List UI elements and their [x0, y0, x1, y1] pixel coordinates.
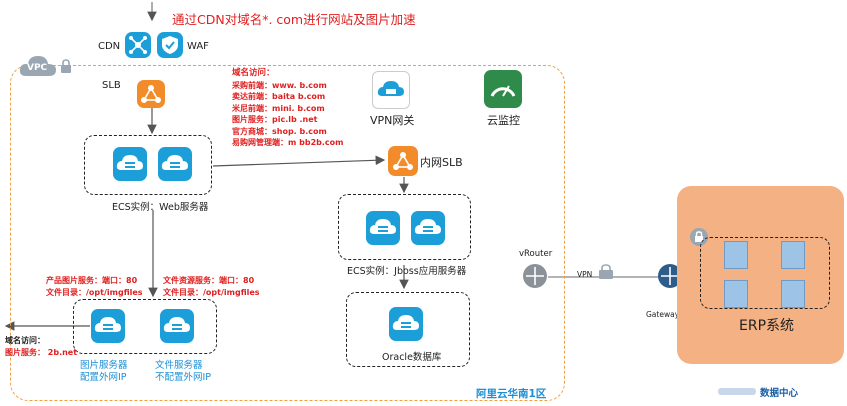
- vpn-lock-icon: [597, 264, 615, 280]
- cdn-label: CDN: [98, 41, 121, 52]
- file-service-dir: 文件目录：/opt/imgfiles: [163, 287, 260, 297]
- ecs-web-label: ECS实例：Web服务器: [112, 202, 209, 213]
- image-service-dir: 文件目录：/opt/imgfiles: [46, 287, 143, 297]
- domain-line: 米尼前端：mini. b.com: [232, 103, 325, 113]
- slb-label: SLB: [102, 80, 121, 91]
- database-server-icon: [389, 307, 423, 341]
- gateway-label: Gateway: [646, 310, 680, 319]
- vpn-gateway-label: VPN网关: [370, 114, 415, 127]
- file-server-caption: 文件服务器 不配置外网IP: [155, 360, 211, 384]
- domain-line: 官方商城：shop. b.com: [232, 126, 327, 136]
- oracle-label: Oracle数据库: [382, 352, 442, 363]
- image-domain-title: 域名访问：: [5, 336, 45, 345]
- cdn-icon: [125, 32, 151, 58]
- datacenter-redacted-mark: [718, 388, 756, 395]
- domain-access-title: 域名访问：: [232, 68, 275, 78]
- slb-icon: [137, 80, 165, 108]
- erp-server-icon: [781, 280, 805, 308]
- intranet-slb-icon: [388, 146, 418, 176]
- vpc-label: VPC: [27, 63, 48, 73]
- image-service-port: 产品图片服务：端口：80: [46, 276, 138, 285]
- file-service-note: 文件资源服务：端口：80 文件目录：/opt/imgfiles: [163, 275, 260, 298]
- domain-access-list: 域名访问： 采购前端：www. b.com 卖达前端：baita b.com 米…: [232, 68, 343, 149]
- domain-line: 采购前端：www. b.com: [232, 80, 327, 90]
- file-server-caption-line: 不配置外网IP: [155, 372, 212, 383]
- erp-server-group: [700, 237, 830, 309]
- image-service-note: 产品图片服务：端口：80 文件目录：/opt/imgfiles: [46, 275, 143, 298]
- web-server-icon: [113, 147, 147, 181]
- cdn-acceleration-note: 通过CDN对域名*. com进行网站及图片加速: [172, 12, 416, 27]
- file-server-caption-line: 文件服务器: [155, 360, 203, 371]
- vpn-gateway-icon: [372, 71, 410, 109]
- erp-label: ERP系统: [739, 318, 795, 334]
- app-server-icon: [366, 211, 400, 245]
- image-server-caption-line: 配置外网IP: [80, 372, 127, 383]
- domain-line: 图片服务：pic.lb .net: [232, 115, 318, 124]
- erp-server-icon: [724, 241, 748, 269]
- gateway-icon: [657, 263, 683, 289]
- vpn-link-label: VPN: [577, 270, 593, 279]
- image-server-caption: 图片服务器 配置外网IP: [80, 360, 128, 384]
- erp-datacenter-box: [677, 186, 844, 364]
- image-server-icon: [91, 309, 125, 343]
- cloud-monitor-icon: [484, 70, 522, 108]
- file-service-port: 文件资源服务：端口：80: [163, 276, 255, 285]
- vrouter-label: vRouter: [519, 249, 553, 259]
- datacenter-label: 数据中心: [760, 388, 799, 399]
- erp-server-icon: [724, 280, 748, 308]
- waf-icon: [157, 32, 183, 58]
- web-server-icon: [158, 147, 192, 181]
- app-server-icon: [411, 211, 445, 245]
- oracle-db-group: [346, 292, 470, 367]
- domain-line: 卖达前端：baita b.com: [232, 92, 326, 101]
- erp-server-icon: [781, 241, 805, 269]
- image-domain-line: 图片服务： 2b.net: [5, 347, 78, 357]
- vpc-cloud-icon: [18, 52, 58, 78]
- jboss-ecs-group: [338, 194, 471, 260]
- intranet-slb-label: 内网SLB: [420, 156, 463, 169]
- region-label: 阿里云华南1区: [476, 388, 547, 400]
- domain-line: 易购网管理端：m bb2b.com: [232, 138, 344, 147]
- vrouter-icon: [522, 263, 548, 289]
- cloud-monitor-label: 云监控: [487, 114, 520, 127]
- image-domain-note: 域名访问： 图片服务： 2b.net: [5, 335, 77, 358]
- ecs-jboss-label: ECS实例：Jboss应用服务器: [347, 266, 467, 277]
- image-server-caption-line: 图片服务器: [80, 360, 128, 371]
- file-server-group: [73, 299, 217, 354]
- file-server-icon: [160, 309, 194, 343]
- vpc-region-boundary: [10, 65, 565, 401]
- waf-label: WAF: [187, 41, 209, 52]
- vpc-lock-icon: [60, 58, 72, 73]
- web-ecs-group: [84, 135, 212, 195]
